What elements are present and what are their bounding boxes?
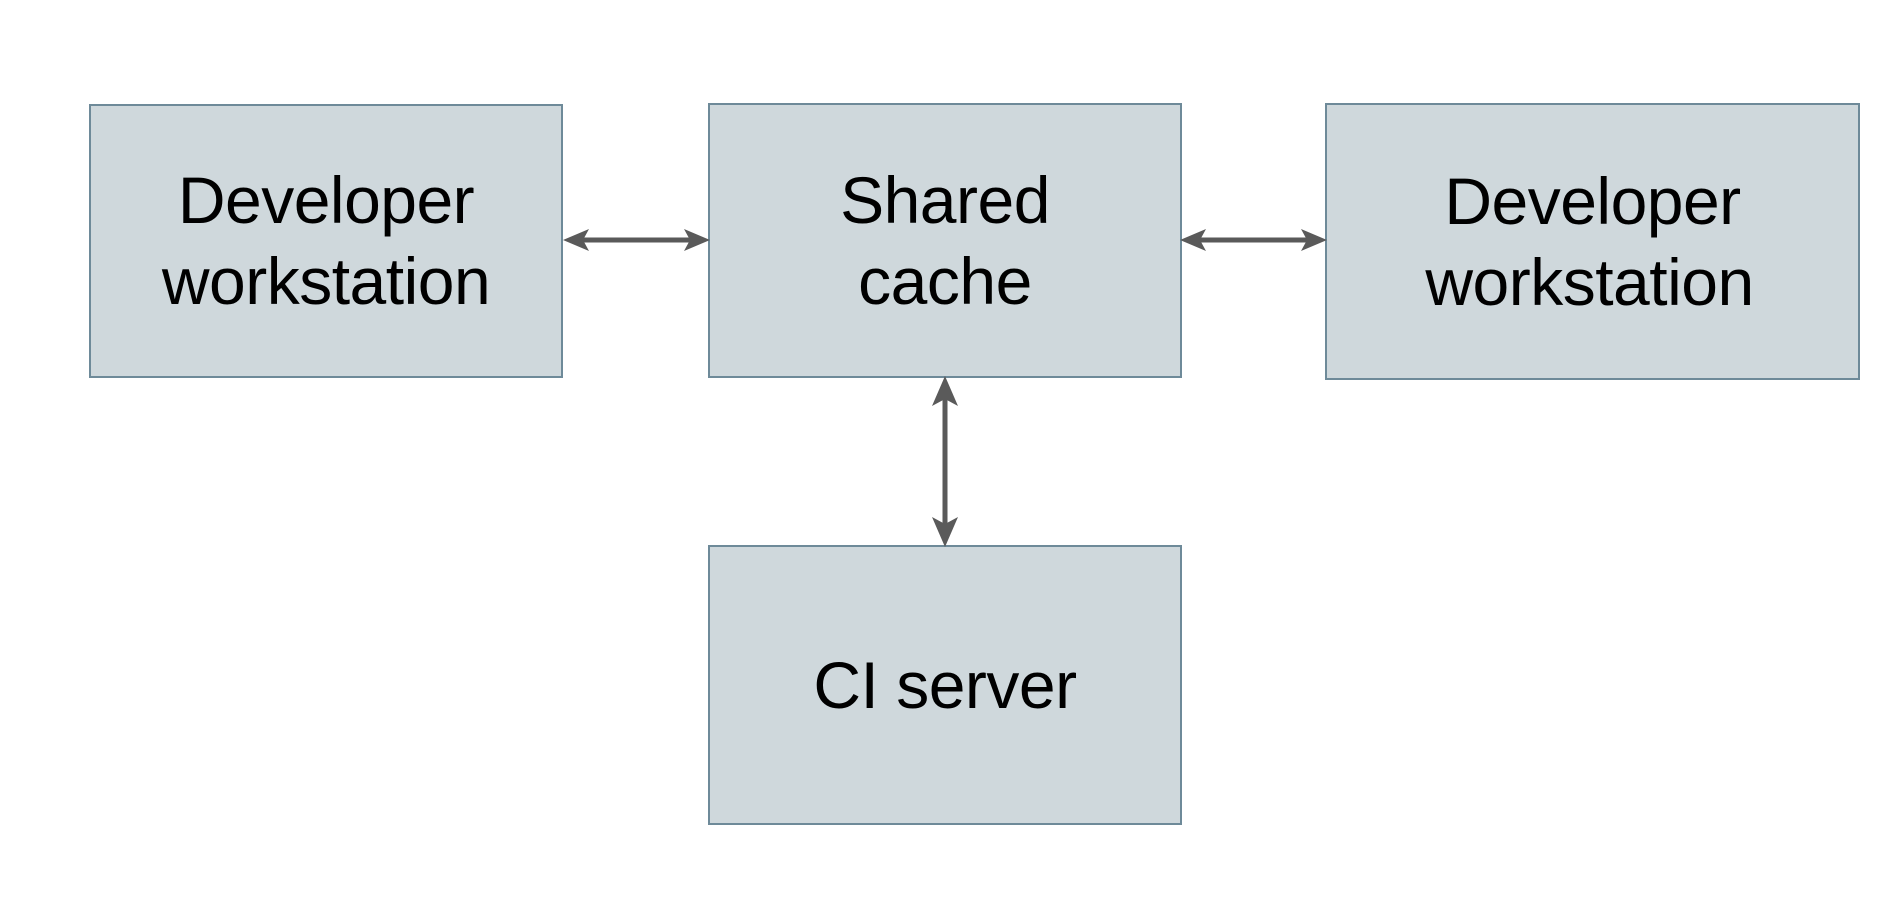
double-arrow-horizontal-icon — [563, 229, 710, 251]
node-label: Developer workstation — [1425, 161, 1757, 322]
node-label-line2: workstation — [1425, 244, 1754, 319]
double-arrow-vertical-icon — [932, 376, 958, 547]
double-arrow-horizontal-icon — [1180, 229, 1327, 251]
node-label-line1: Developer — [1444, 163, 1741, 238]
edge-shared-cache-to-dev-right[interactable] — [1180, 215, 1327, 265]
node-label: Developer workstation — [161, 163, 491, 318]
node-label: Shared cache — [840, 162, 1050, 318]
node-developer-workstation-right[interactable]: Developer workstation — [1325, 103, 1860, 380]
node-ci-server[interactable]: CI server — [708, 545, 1182, 825]
node-shared-cache[interactable]: Shared cache — [708, 103, 1182, 378]
edge-shared-cache-to-ci-server[interactable] — [920, 376, 970, 547]
edge-dev-left-to-shared-cache[interactable] — [563, 215, 710, 265]
node-label: CI server — [813, 647, 1077, 722]
node-developer-workstation-left[interactable]: Developer workstation — [89, 104, 563, 378]
